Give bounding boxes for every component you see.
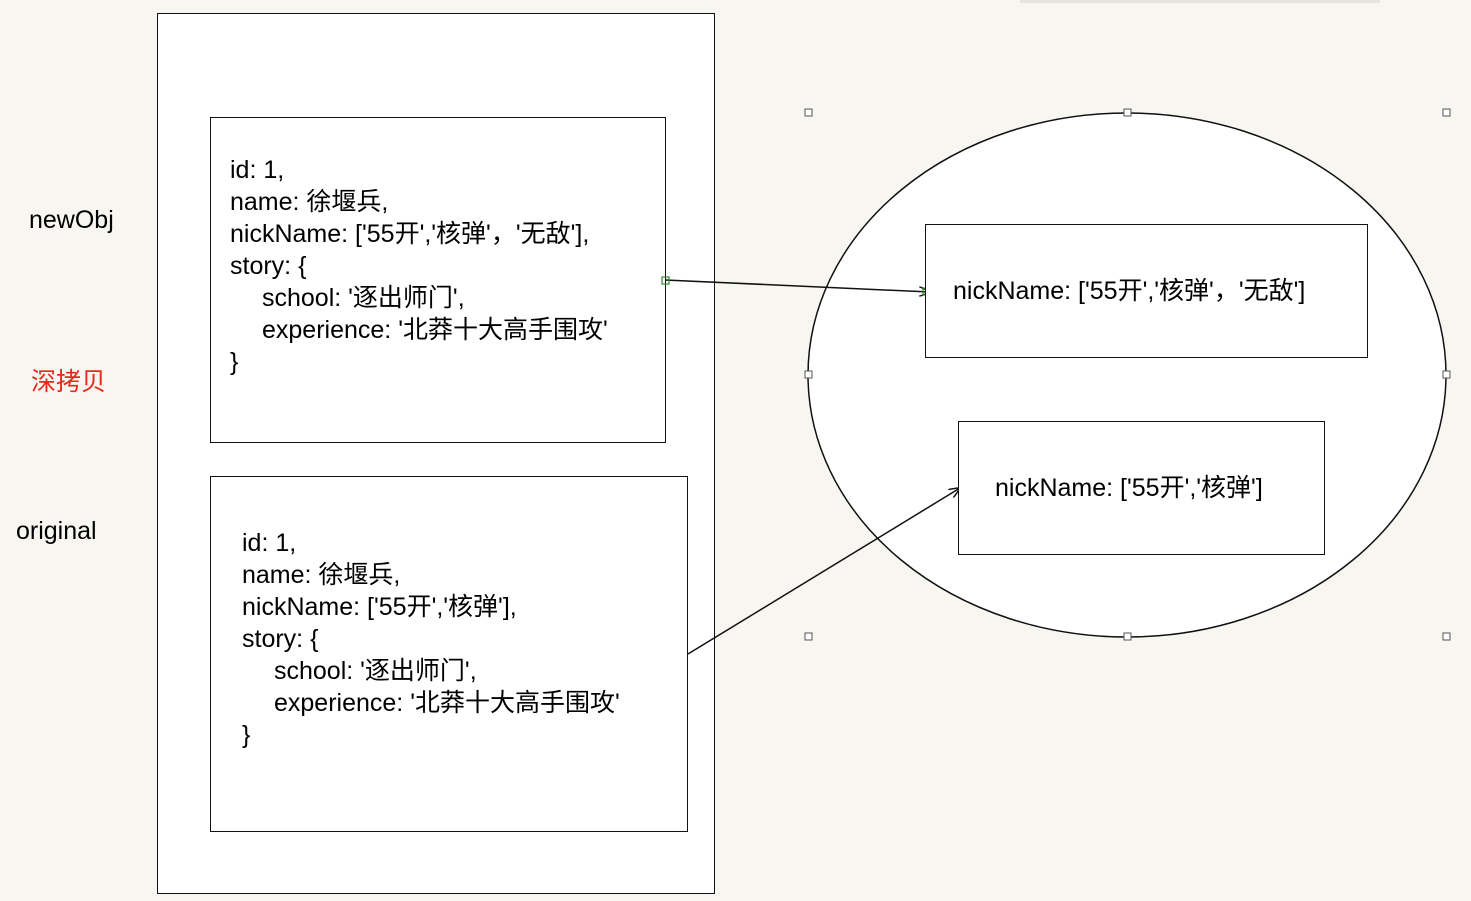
heap-ellipse[interactable] (807, 112, 1447, 638)
handle-top-left (804, 108, 813, 117)
handle-bottom-mid (1123, 632, 1132, 641)
heap-newobj-nickname-box[interactable]: nickName: ['55开','核弹'，'无敌'] (925, 224, 1368, 358)
handle-mid-right (1442, 370, 1451, 379)
label-newobj: newObj (29, 206, 114, 234)
handle-mid-left (804, 370, 813, 379)
label-deep-copy: 深拷贝 (31, 368, 107, 396)
newobj-line-story: story: { (230, 252, 307, 280)
newobj-line-close: } (230, 348, 239, 376)
original-line-name: name: 徐堰兵, (242, 561, 401, 589)
original-line-close: } (242, 721, 251, 749)
handle-top-right (1442, 108, 1451, 117)
original-line-story: story: { (242, 625, 319, 653)
newobj-box[interactable]: id: 1, name: 徐堰兵, nickName: ['55开','核弹'，… (210, 117, 666, 443)
newobj-line-name: name: 徐堰兵, (230, 188, 389, 216)
newobj-line-nickname: nickName: ['55开','核弹'，'无敌'], (230, 220, 590, 248)
heap-newobj-nickname-text: nickName: ['55开','核弹'，'无敌'] (953, 277, 1306, 305)
arrow-original-to-heap[interactable] (687, 488, 960, 655)
original-line-id: id: 1, (242, 529, 297, 557)
handle-bottom-left (804, 632, 813, 641)
original-box[interactable]: id: 1, name: 徐堰兵, nickName: ['55开','核弹']… (210, 476, 688, 832)
selection-handles[interactable] (804, 108, 1451, 641)
label-original: original (16, 517, 97, 545)
original-line-nickname: nickName: ['55开','核弹'], (242, 593, 517, 621)
heap-original-nickname-text: nickName: ['55开','核弹'] (995, 474, 1263, 502)
newobj-line-experience: experience: '北莽十大高手围攻' (262, 316, 608, 344)
newobj-line-school: school: '逐出师门', (262, 284, 465, 312)
original-line-school: school: '逐出师门', (274, 657, 477, 685)
handle-top-mid (1123, 108, 1132, 117)
newobj-line-id: id: 1, (230, 156, 285, 184)
top-edge-strip (1020, 0, 1380, 3)
original-line-experience: experience: '北莽十大高手围攻' (274, 689, 620, 717)
heap-original-nickname-box[interactable]: nickName: ['55开','核弹'] (958, 421, 1325, 555)
handle-bottom-right (1442, 632, 1451, 641)
